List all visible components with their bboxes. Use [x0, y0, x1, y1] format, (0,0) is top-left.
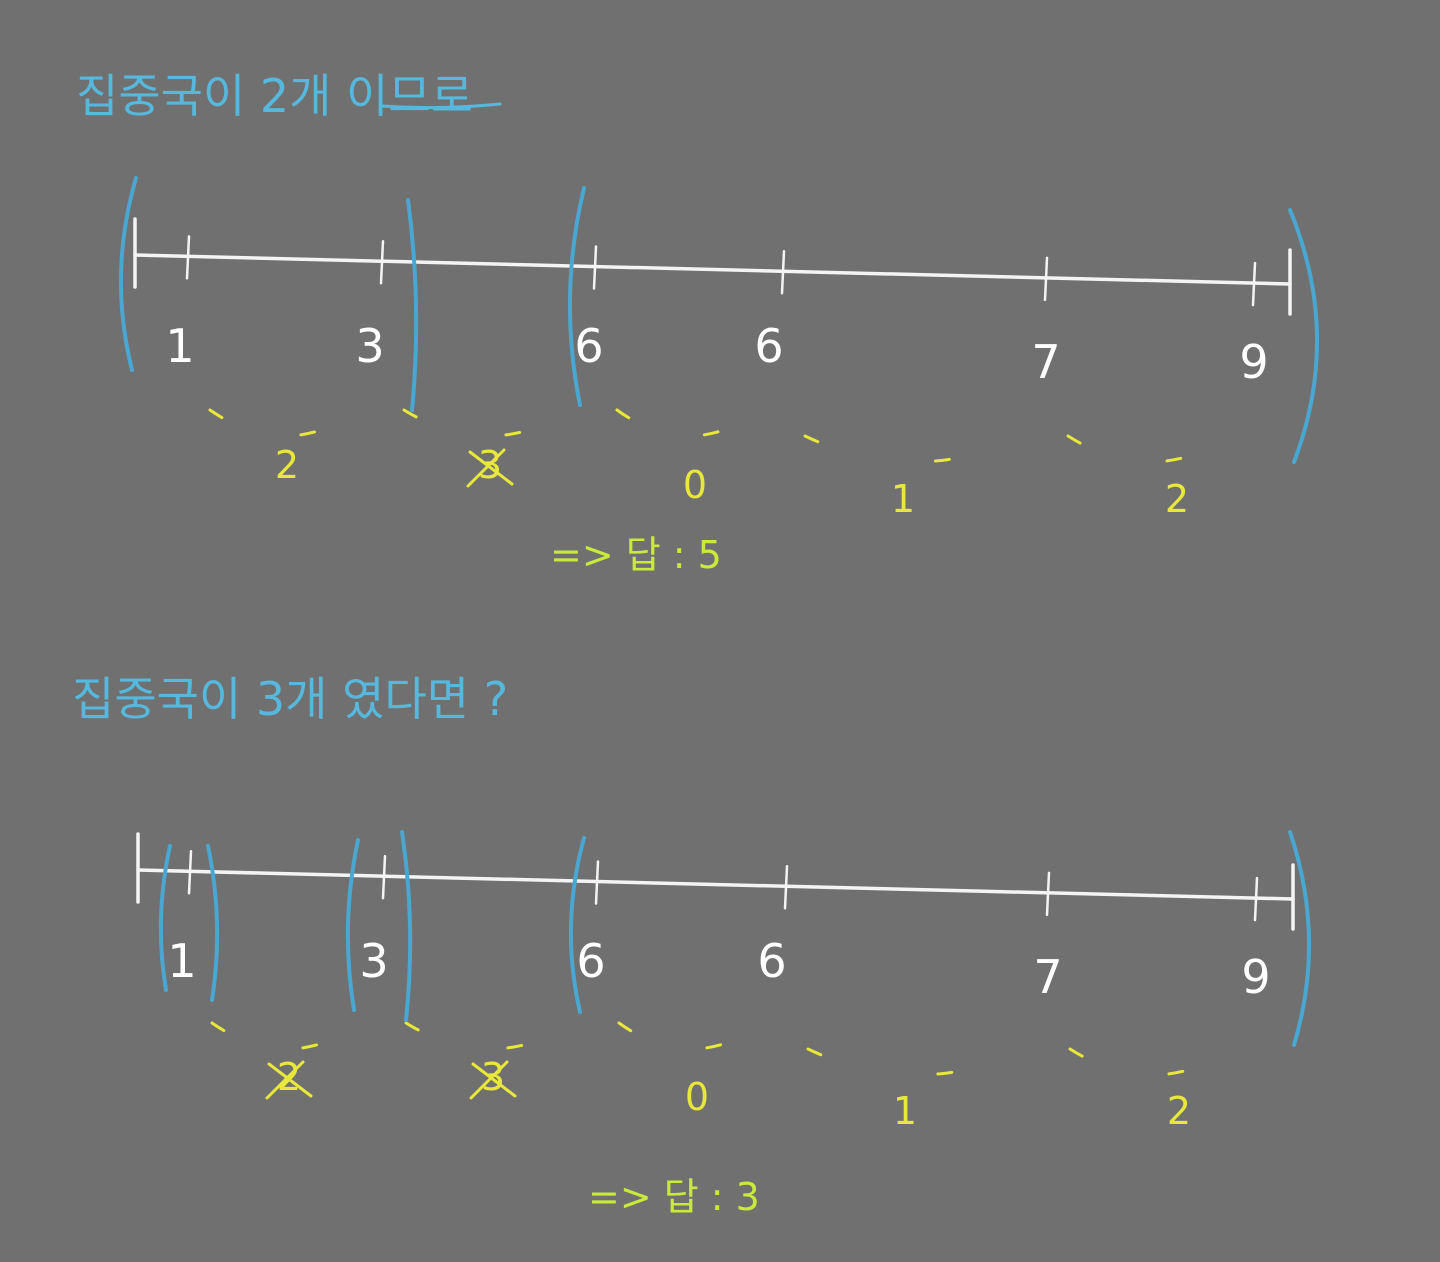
group-bracket: [345, 838, 360, 1012]
group-bracket: [118, 176, 138, 372]
strike-mark: [468, 450, 514, 486]
gap-arc: [402, 408, 575, 438]
point-value: 9: [1239, 335, 1268, 389]
diagram-title: 집중국이 3개 였다면 ?: [72, 672, 508, 726]
group-bracket: [567, 186, 586, 407]
group-bracket: [568, 836, 586, 1014]
answer-text: => 답 : 5: [550, 533, 722, 577]
point-value: 3: [359, 934, 388, 988]
point-value: 6: [757, 934, 786, 988]
strike-mark: [466, 448, 506, 488]
gap-arc: [615, 408, 763, 438]
point-value: 9: [1241, 950, 1270, 1004]
strike-mark: [267, 1062, 313, 1098]
point-value: 1: [167, 934, 196, 988]
point-value: 3: [355, 319, 384, 373]
point-value: 7: [1033, 950, 1062, 1004]
tick-mark: [1253, 876, 1259, 922]
strike-mark: [469, 1060, 509, 1100]
gap-arc: [1066, 434, 1234, 464]
point-value: 1: [165, 319, 194, 373]
tick-mark: [1045, 871, 1051, 917]
strike-mark: [265, 1060, 305, 1100]
gap-arc: [806, 1047, 1028, 1077]
diagram-title: 집중국이 2개 이므로: [76, 69, 473, 123]
group-bracket: [1288, 208, 1320, 464]
gap-value: 2: [1165, 477, 1189, 521]
number-line: [136, 868, 1295, 901]
point-value: 6: [574, 319, 603, 373]
tick-mark: [185, 235, 191, 280]
title-underline: [380, 102, 502, 110]
tick-mark: [780, 250, 786, 295]
tick-mark: [187, 850, 193, 895]
tick-mark: [592, 245, 598, 290]
gap-value: 1: [891, 477, 915, 521]
gap-value: 0: [683, 463, 707, 507]
gap-arc: [803, 434, 1026, 464]
group-bracket: [406, 198, 419, 412]
strike-mark: [471, 1062, 517, 1098]
group-bracket: [400, 830, 413, 1022]
gap-arc: [1068, 1047, 1236, 1077]
gap-arc: [210, 1021, 364, 1051]
gap-value: 2: [1167, 1089, 1191, 1133]
gap-arc: [404, 1021, 577, 1051]
point-value: 7: [1031, 335, 1060, 389]
gap-arc: [617, 1021, 766, 1051]
point-value: 6: [576, 934, 605, 988]
group-bracket: [1288, 830, 1312, 1047]
gap-value: 2: [275, 443, 299, 487]
tick-mark: [1043, 256, 1049, 302]
point-value: 6: [754, 319, 783, 373]
tick-mark: [783, 865, 789, 910]
gap-value: 1: [893, 1089, 917, 1133]
gap-value: 0: [685, 1075, 709, 1119]
gap-arc: [208, 408, 362, 438]
tick-mark: [1251, 261, 1257, 307]
tick-mark: [381, 854, 387, 900]
tick-mark: [379, 239, 385, 285]
group-bracket: [158, 844, 172, 992]
tick-mark: [594, 860, 600, 905]
number-line: [133, 253, 1292, 286]
group-bracket: [206, 844, 220, 1002]
answer-text: => 답 : 3: [588, 1175, 760, 1219]
